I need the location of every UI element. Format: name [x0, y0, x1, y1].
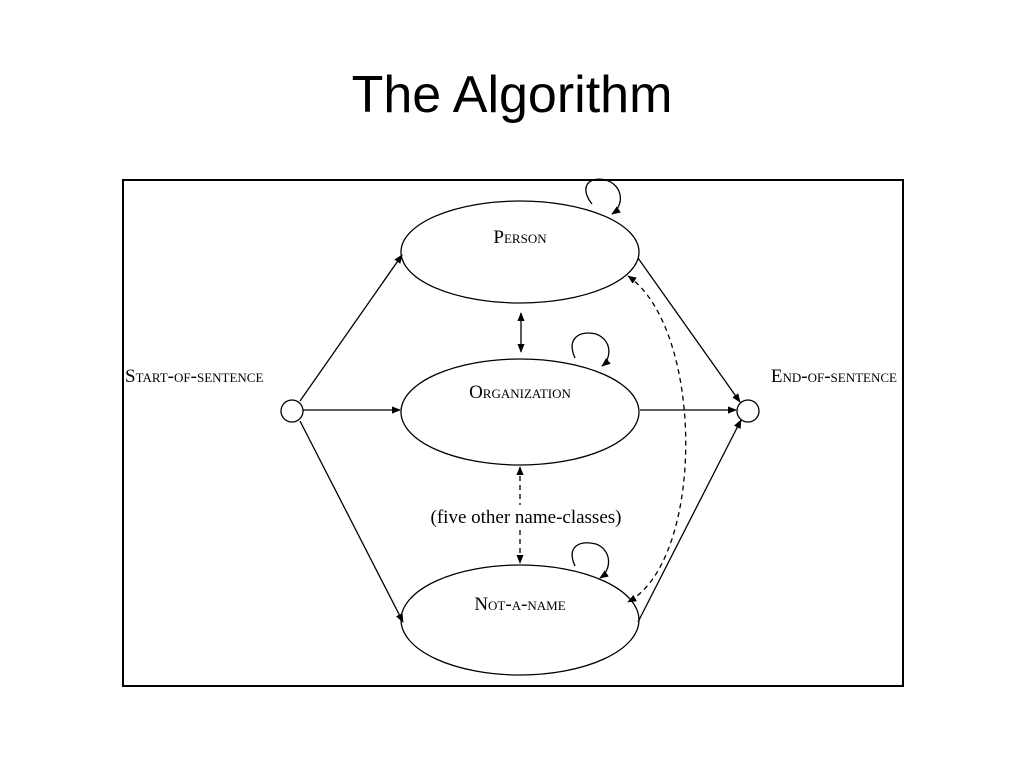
start-label: Start-of-sentence [125, 366, 263, 387]
organization-state [400, 358, 640, 466]
self-loop-person [585, 178, 621, 215]
not-a-name-state [400, 564, 640, 676]
organization-label: Organization [469, 382, 571, 403]
person-state [400, 200, 640, 304]
end-node [736, 399, 760, 423]
annotation-backing [410, 505, 642, 529]
edge-person-not-a-name [627, 275, 687, 603]
person-label: Person [493, 227, 547, 248]
start-node [280, 399, 304, 423]
slide-title: The Algorithm [351, 66, 673, 124]
not-a-name-label: Not-a-name [474, 594, 565, 615]
edge-start-person [299, 254, 403, 402]
self-loop-organization [571, 332, 611, 367]
five-other-classes-annotation: (five other name-classes) [431, 507, 622, 528]
end-label: End-of-sentence [771, 366, 897, 387]
edge-person-end [637, 257, 741, 403]
self-loop-not-a-name [571, 542, 610, 579]
edge-start-not-a-name [299, 420, 404, 623]
edge-not-a-name-end [637, 419, 742, 623]
